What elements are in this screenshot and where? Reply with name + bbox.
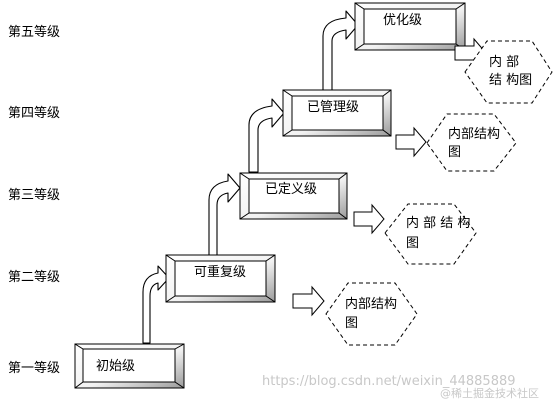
stage-box-managed: 已管理级: [282, 89, 392, 137]
structure-4-line-2: 图: [448, 145, 461, 160]
structure-arrow-2: [292, 285, 325, 317]
structure-5-line-1: 内 部: [489, 54, 519, 70]
step-arrow-4-to-5: [322, 10, 359, 91]
structure-hexagon-2: [325, 282, 418, 346]
stage-box-repeatable: 可重复级: [165, 254, 276, 303]
structure-2-line-1: 内部结构: [345, 296, 397, 312]
watermark-url: https://blog.csdn.net/weixin_44885889: [262, 374, 516, 389]
stage-label-repeatable: 可重复级: [194, 264, 246, 280]
structure-arrows: [292, 37, 487, 317]
structure-3-line-2: 图: [406, 236, 419, 251]
step-arrow-3-to-4: [248, 98, 285, 173]
level-label-4: 第四等级: [8, 105, 60, 121]
stage-label-defined: 已定义级: [265, 182, 317, 197]
structure-2-line-2: 图: [345, 316, 358, 331]
stage-box-optimizing: 优化级: [354, 2, 466, 51]
structure-hexagon-3: [384, 203, 477, 265]
structure-texts: 内部结构 图 内 部 结 构 图 内部结构 图 内 部 结 构图: [345, 54, 532, 331]
watermark-site: @稀土掘金技术社区: [440, 386, 539, 400]
stage-label-managed: 已管理级: [307, 100, 359, 115]
stage-box-defined: 已定义级: [239, 172, 348, 220]
structure-arrow-3: [353, 203, 385, 235]
structure-hexagon-4: [426, 113, 517, 172]
structure-5-line-2: 结 构图: [489, 73, 532, 88]
level-label-2: 第二等级: [8, 269, 60, 285]
step-arrow-2-to-3: [208, 173, 241, 256]
level-label-1: 第一等级: [8, 360, 60, 376]
structure-hexagons: [325, 40, 553, 346]
structure-3-line-1: 内 部 结 构: [406, 215, 470, 231]
level-label-5: 第五等级: [8, 24, 60, 40]
step-arrows: [142, 10, 359, 344]
stage-label-optimizing: 优化级: [383, 13, 422, 28]
step-arrow-1-to-2: [142, 265, 170, 344]
stage-box-initial: 初始级: [74, 343, 185, 389]
watermark: https://blog.csdn.net/weixin_44885889 @稀…: [262, 374, 539, 400]
level-label-3: 第三等级: [8, 187, 60, 203]
structure-4-line-1: 内部结构: [448, 126, 500, 142]
structure-arrow-4: [395, 126, 427, 158]
level-labels: 第一等级 第二等级 第三等级 第四等级 第五等级: [8, 24, 60, 376]
structure-hexagon-5: [464, 40, 553, 104]
stage-label-initial: 初始级: [96, 359, 135, 374]
